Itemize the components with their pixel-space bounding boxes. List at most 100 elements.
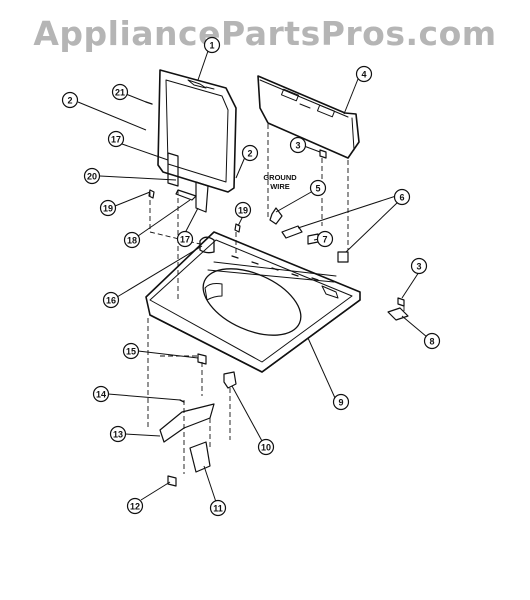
callout-number: 20 [87,172,97,182]
hinge-part [168,153,178,186]
callout-number: 7 [322,235,327,245]
callout-c8: 8 [425,334,440,349]
callout-number: 6 [399,193,404,203]
bracket-part [160,404,214,442]
screw-part [235,224,240,232]
callout-circle [243,146,258,161]
callout-c20: 20 [85,169,100,184]
callout-c10: 10 [259,440,274,455]
callout-circle [128,499,143,514]
callout-circle [318,232,333,247]
callout-number: 12 [130,502,140,512]
hinge-clip-part [200,237,214,252]
leader-lines [78,51,427,502]
callout-circle [63,93,78,108]
callout-c3b: 3 [412,259,427,274]
screw-part [168,476,176,486]
callout-c4: 4 [357,67,372,82]
callout-number: 10 [261,443,271,453]
callout-c9: 9 [334,395,349,410]
callout-number: 4 [361,70,366,80]
callout-c17b: 17 [178,232,193,247]
callout-number: 2 [67,96,72,106]
callout-number: 9 [338,398,343,408]
callout-circle [109,132,124,147]
screw-part [180,400,184,402]
callout-number: 19 [238,206,248,216]
ground-wire-part [270,208,282,224]
back-panel-part [258,76,359,158]
callout-circle [291,138,306,153]
screw-part [146,102,152,104]
callout-c3a: 3 [291,138,306,153]
callout-c11: 11 [211,501,226,516]
callout-c12: 12 [128,499,143,514]
bracket-part [190,442,210,472]
callout-number: 13 [113,430,123,440]
callout-c17a: 17 [109,132,124,147]
callout-c19b: 19 [236,203,251,218]
callout-number: 17 [180,235,190,245]
callout-c1: 1 [205,38,220,53]
callout-number: 19 [103,204,113,214]
callout-number: 3 [295,141,300,151]
callout-circle [211,501,226,516]
callout-circle [425,334,440,349]
callout-number: 17 [111,135,121,145]
callout-c21: 21 [113,85,128,100]
clip-part [198,354,206,364]
callout-number: 14 [96,390,106,400]
callout-c19a: 19 [101,201,116,216]
callout-circle [125,233,140,248]
callout-circle [113,85,128,100]
callout-number: 16 [106,296,116,306]
callout-number: 18 [127,236,137,246]
callout-c14: 14 [94,387,109,402]
callout-circle [334,395,349,410]
screw-part [149,190,154,198]
callout-number: 1 [209,41,214,51]
callout-number: 15 [126,347,136,357]
top-cabinet-part [146,232,360,372]
ground-wire-label-line1: GROUND [263,173,297,182]
callout-circle [85,169,100,184]
callout-number: 2 [247,149,252,159]
callout-c5: 5 [311,181,326,196]
callout-number: 11 [213,504,223,514]
callout-circle [259,440,274,455]
bracket-part [388,308,408,320]
callout-circle [111,427,126,442]
callout-c13: 13 [111,427,126,442]
callout-circle [395,190,410,205]
callout-circle [178,232,193,247]
clip-part [338,252,348,262]
callout-c2b: 2 [243,146,258,161]
callout-c15: 15 [124,344,139,359]
hinge-part [196,182,208,212]
callout-circle [357,67,372,82]
watermark: AppliancePartsPros.com [33,14,497,53]
screw-part [320,150,326,158]
callout-circle [101,201,116,216]
callout-c7: 7 [318,232,333,247]
callout-circle [94,387,109,402]
screw-part [398,298,404,306]
callout-c16: 16 [104,293,119,308]
callout-number: 8 [429,337,434,347]
callout-c6: 6 [395,190,410,205]
callout-c2a: 2 [63,93,78,108]
callout-circle [311,181,326,196]
callout-number: 5 [315,184,320,194]
hinge-bracket-part [176,190,196,200]
callout-c18: 18 [125,233,140,248]
lid-part [158,70,236,192]
callout-circle [124,344,139,359]
callout-circle [104,293,119,308]
ground-wire-part [282,226,302,238]
switch-part [224,372,236,388]
callout-number: 21 [115,88,125,98]
callout-circle [205,38,220,53]
